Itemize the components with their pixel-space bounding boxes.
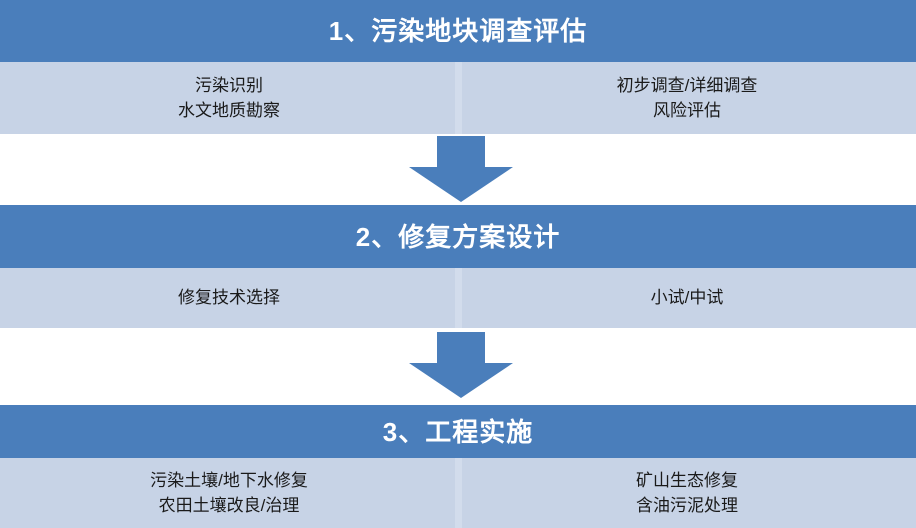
stage-1-column-left: 污染识别 水文地质勘察 (0, 64, 458, 134)
stage-3-header: 3、工程实施 (0, 405, 916, 458)
stage-3-body: 污染土壤/地下水修复 农田土壤改良/治理 矿山生态修复 含油污泥处理 (0, 458, 916, 528)
stage-3-right-item-2: 含油污泥处理 (636, 496, 738, 515)
stage-2-column-left: 修复技术选择 (0, 268, 458, 328)
stage-1-body: 污染识别 水文地质勘察 初步调查/详细调查 风险评估 (0, 62, 916, 134)
stage-2-title: 2、修复方案设计 (355, 221, 561, 252)
stage-2: 2、修复方案设计 修复技术选择 小试/中试 (0, 205, 916, 328)
stage-2-left-item-1: 修复技术选择 (178, 287, 280, 307)
stage-1-column-right: 初步调查/详细调查 风险评估 (458, 64, 916, 134)
stage-2-body: 修复技术选择 小试/中试 (0, 268, 916, 328)
stage-3: 3、工程实施 污染土壤/地下水修复 农田土壤改良/治理 矿山生态修复 含油污泥处… (0, 405, 916, 528)
stage-1-header: 1、污染地块调查评估 (0, 0, 916, 62)
stage-3-column-left: 污染土壤/地下水修复 农田土壤改良/治理 (0, 460, 458, 528)
stage-2-column-right: 小试/中试 (458, 268, 916, 328)
down-arrow-icon-2 (409, 332, 513, 398)
stage-3-title: 3、工程实施 (382, 416, 534, 447)
stage-1-left-item-1: 污染识别 (195, 76, 263, 96)
down-arrow-icon-1 (409, 136, 513, 202)
stage-3-left-item-2: 农田土壤改良/治理 (158, 496, 300, 515)
stage-1: 1、污染地块调查评估 污染识别 水文地质勘察 初步调查/详细调查 风险评估 (0, 0, 916, 134)
stage-1-right-item-1: 初步调查/详细调查 (616, 76, 758, 96)
stage-3-column-right: 矿山生态修复 含油污泥处理 (458, 460, 916, 528)
stage-1-right-item-2: 风险评估 (653, 101, 721, 120)
stage-3-right-item-1: 矿山生态修复 (636, 471, 738, 491)
stage-1-title: 1、污染地块调查评估 (328, 16, 588, 46)
stage-2-right-item-1: 小试/中试 (650, 287, 724, 307)
stage-1-left-item-2: 水文地质勘察 (178, 101, 280, 120)
stage-2-header: 2、修复方案设计 (0, 205, 916, 268)
stage-3-left-item-1: 污染土壤/地下水修复 (150, 471, 308, 491)
